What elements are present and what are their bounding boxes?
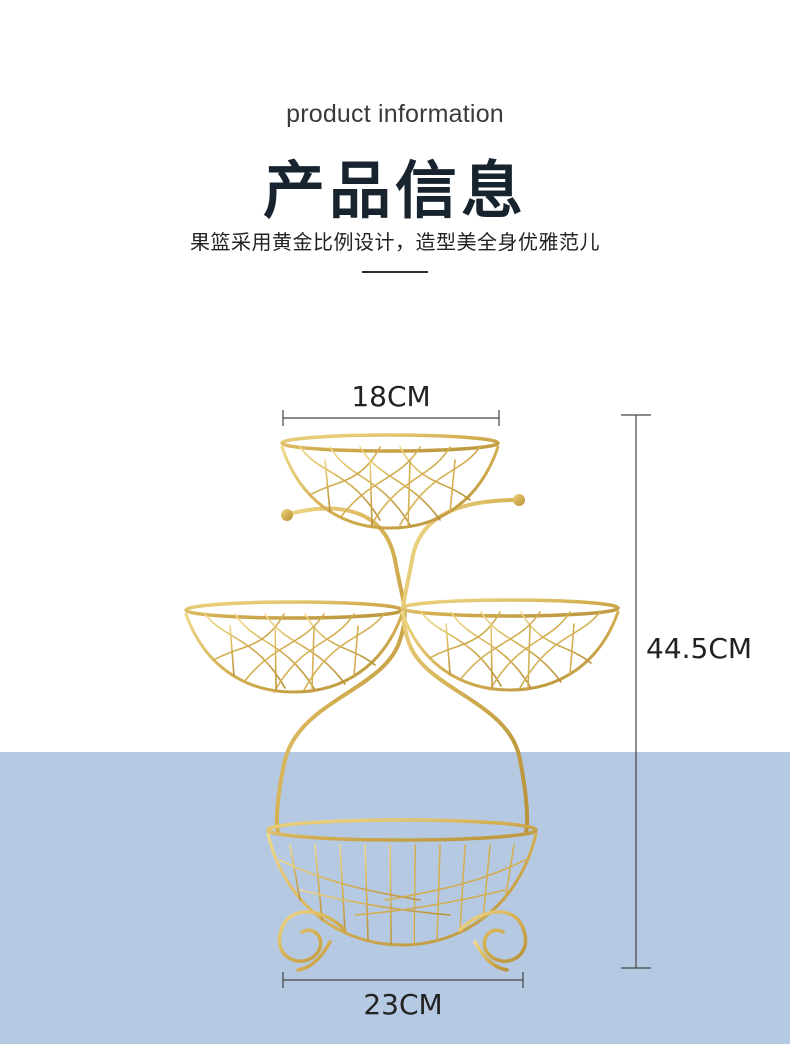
dimension-line-top (282, 410, 500, 426)
basket-feet (277, 910, 528, 972)
page-title: 产品信息 (262, 154, 527, 227)
dimension-line-bottom (282, 972, 524, 988)
title-divider (362, 271, 428, 273)
basket-middle-right (400, 598, 620, 692)
frame-knob-right (513, 494, 525, 506)
basket-top (280, 433, 500, 530)
subtitle-english: product information (286, 100, 504, 128)
frame-knob-left (281, 509, 293, 521)
basket-bottom (266, 818, 538, 947)
dimension-top-width: 18CM (351, 380, 431, 413)
dimension-height: 44.5CM (646, 632, 753, 665)
basket-frame (274, 498, 530, 834)
dimension-line-height (621, 414, 651, 969)
dimension-bottom-width: 23CM (363, 988, 443, 1021)
tagline: 果篮采用黄金比例设计，造型美全身优雅范儿 (190, 230, 600, 254)
